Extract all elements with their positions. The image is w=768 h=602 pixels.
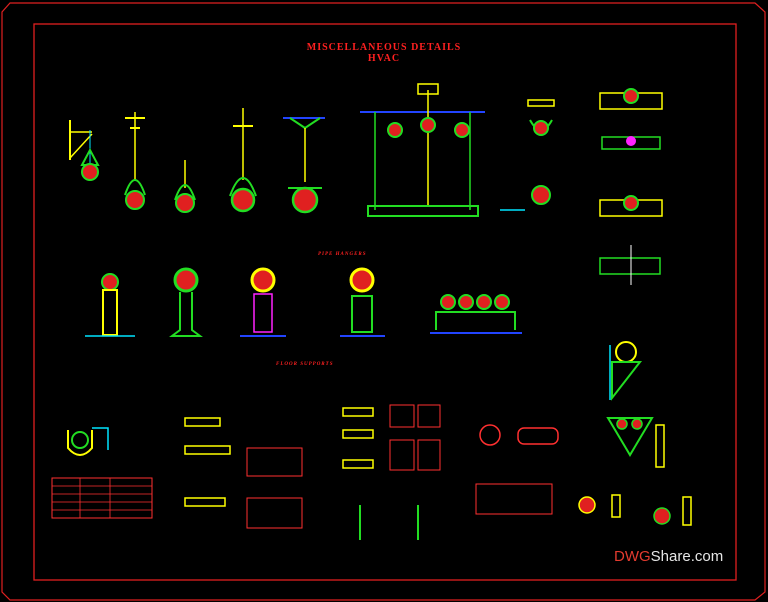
watermark-suffix: Share.com xyxy=(650,548,724,565)
hanger-trapeze xyxy=(360,83,485,217)
hanger-wall-bracket xyxy=(69,120,100,181)
drawing-title: MISCELLANEOUS DETAILS xyxy=(306,42,462,53)
sleeve-details xyxy=(342,404,441,471)
small-clamp-details xyxy=(578,494,692,526)
schedule-table-1 xyxy=(51,477,153,519)
floor-support-multi-pipe xyxy=(430,294,522,334)
watermark: DWGShare.com xyxy=(614,548,723,565)
floor-support-3 xyxy=(240,267,286,337)
hanger-clevis-2 xyxy=(174,160,196,213)
riser-clamp-detail-bottom xyxy=(599,195,663,285)
floor-support-4 xyxy=(340,267,385,337)
drawing-subtitle: HVAC xyxy=(367,53,401,64)
hanger-roller xyxy=(283,117,325,214)
anchor-bolt-details xyxy=(184,417,303,529)
riser-clamp-detail-top xyxy=(599,88,663,150)
wall-bracket-detail xyxy=(606,341,665,468)
rod-details xyxy=(359,505,419,540)
floor-support-2 xyxy=(169,267,203,337)
watermark-brand: DWG xyxy=(614,548,651,565)
hanger-pipe-clamp xyxy=(500,99,555,211)
floor-support-1 xyxy=(85,273,135,337)
section-label-pipe-hangers: PIPE HANGERS xyxy=(318,252,367,257)
hanger-clevis-1 xyxy=(124,112,146,210)
hanger-clevis-3 xyxy=(229,108,257,213)
inner-border xyxy=(33,23,737,581)
pipe-section-detail xyxy=(475,424,559,515)
u-bolt-detail xyxy=(67,427,109,456)
section-label-floor-supports: FLOOR SUPPORTS xyxy=(276,362,334,367)
